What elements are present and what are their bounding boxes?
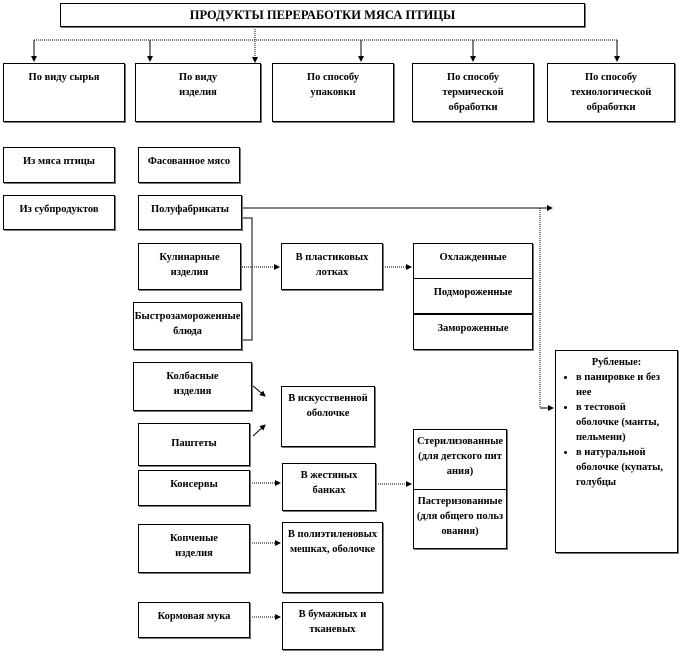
tech-item: в тестовой оболочке (манты, пельмени) xyxy=(576,400,671,445)
pack-polyethylene: В полиэтиленовых мешках, оболочке xyxy=(282,522,383,593)
tech-chopped-box: Рубленые: в панировке и без неев тестово… xyxy=(555,350,678,553)
product-sausage: Колбасные изделия xyxy=(133,362,252,411)
tech-item: в натуральной оболочке (купаты, голубцы xyxy=(576,445,671,490)
pack-artificial-casing: В искусственной оболочке xyxy=(281,386,375,447)
tech-item: в панировке и без нее xyxy=(576,370,671,400)
pack-paper-fabric: В бумажных и тканевых xyxy=(282,602,383,650)
product-smoked: Копченые изделия xyxy=(138,524,250,573)
category-thermal: По способу термической обработки xyxy=(412,63,534,122)
thermal-subfrozen: Подмороженные xyxy=(413,278,533,314)
thermal-pasteurized: Пастеризованные (для общего пользования) xyxy=(413,489,507,549)
category-product: По виду изделия xyxy=(135,63,261,122)
pack-plastic-trays: В пластиковых лотках xyxy=(281,243,383,290)
product-frozen-meals: Быстрозамороженные блюда xyxy=(133,302,242,350)
title-box: ПРОДУКТЫ ПЕРЕРАБОТКИ МЯСА ПТИЦЫ xyxy=(60,3,585,27)
category-packaging: По способу упаковки xyxy=(272,63,394,122)
raw-meat: Из мяса птицы xyxy=(3,147,115,183)
thermal-sterilized: Стерилизованные (для детского питания) xyxy=(413,429,507,490)
thermal-chilled: Охлажденные xyxy=(413,243,533,279)
tech-title: Рубленые: xyxy=(591,357,642,368)
product-culinary: Кулинарные изделия xyxy=(138,243,241,290)
product-pate: Паштеты xyxy=(138,423,250,466)
raw-byproducts: Из субпродуктов xyxy=(3,195,115,230)
pack-tin-cans: В жестяных банках xyxy=(282,463,376,511)
product-packed-meat: Фасованное мясо xyxy=(138,147,240,183)
category-tech: По способу технологической обработки xyxy=(547,63,675,122)
product-semifinished: Полуфабрикаты xyxy=(138,195,242,230)
product-canned: Консервы xyxy=(138,470,250,506)
category-raw: По виду сырья xyxy=(3,63,125,122)
thermal-frozen: Замороженные xyxy=(413,314,533,350)
product-feed-meal: Кормовая мука xyxy=(138,602,250,638)
